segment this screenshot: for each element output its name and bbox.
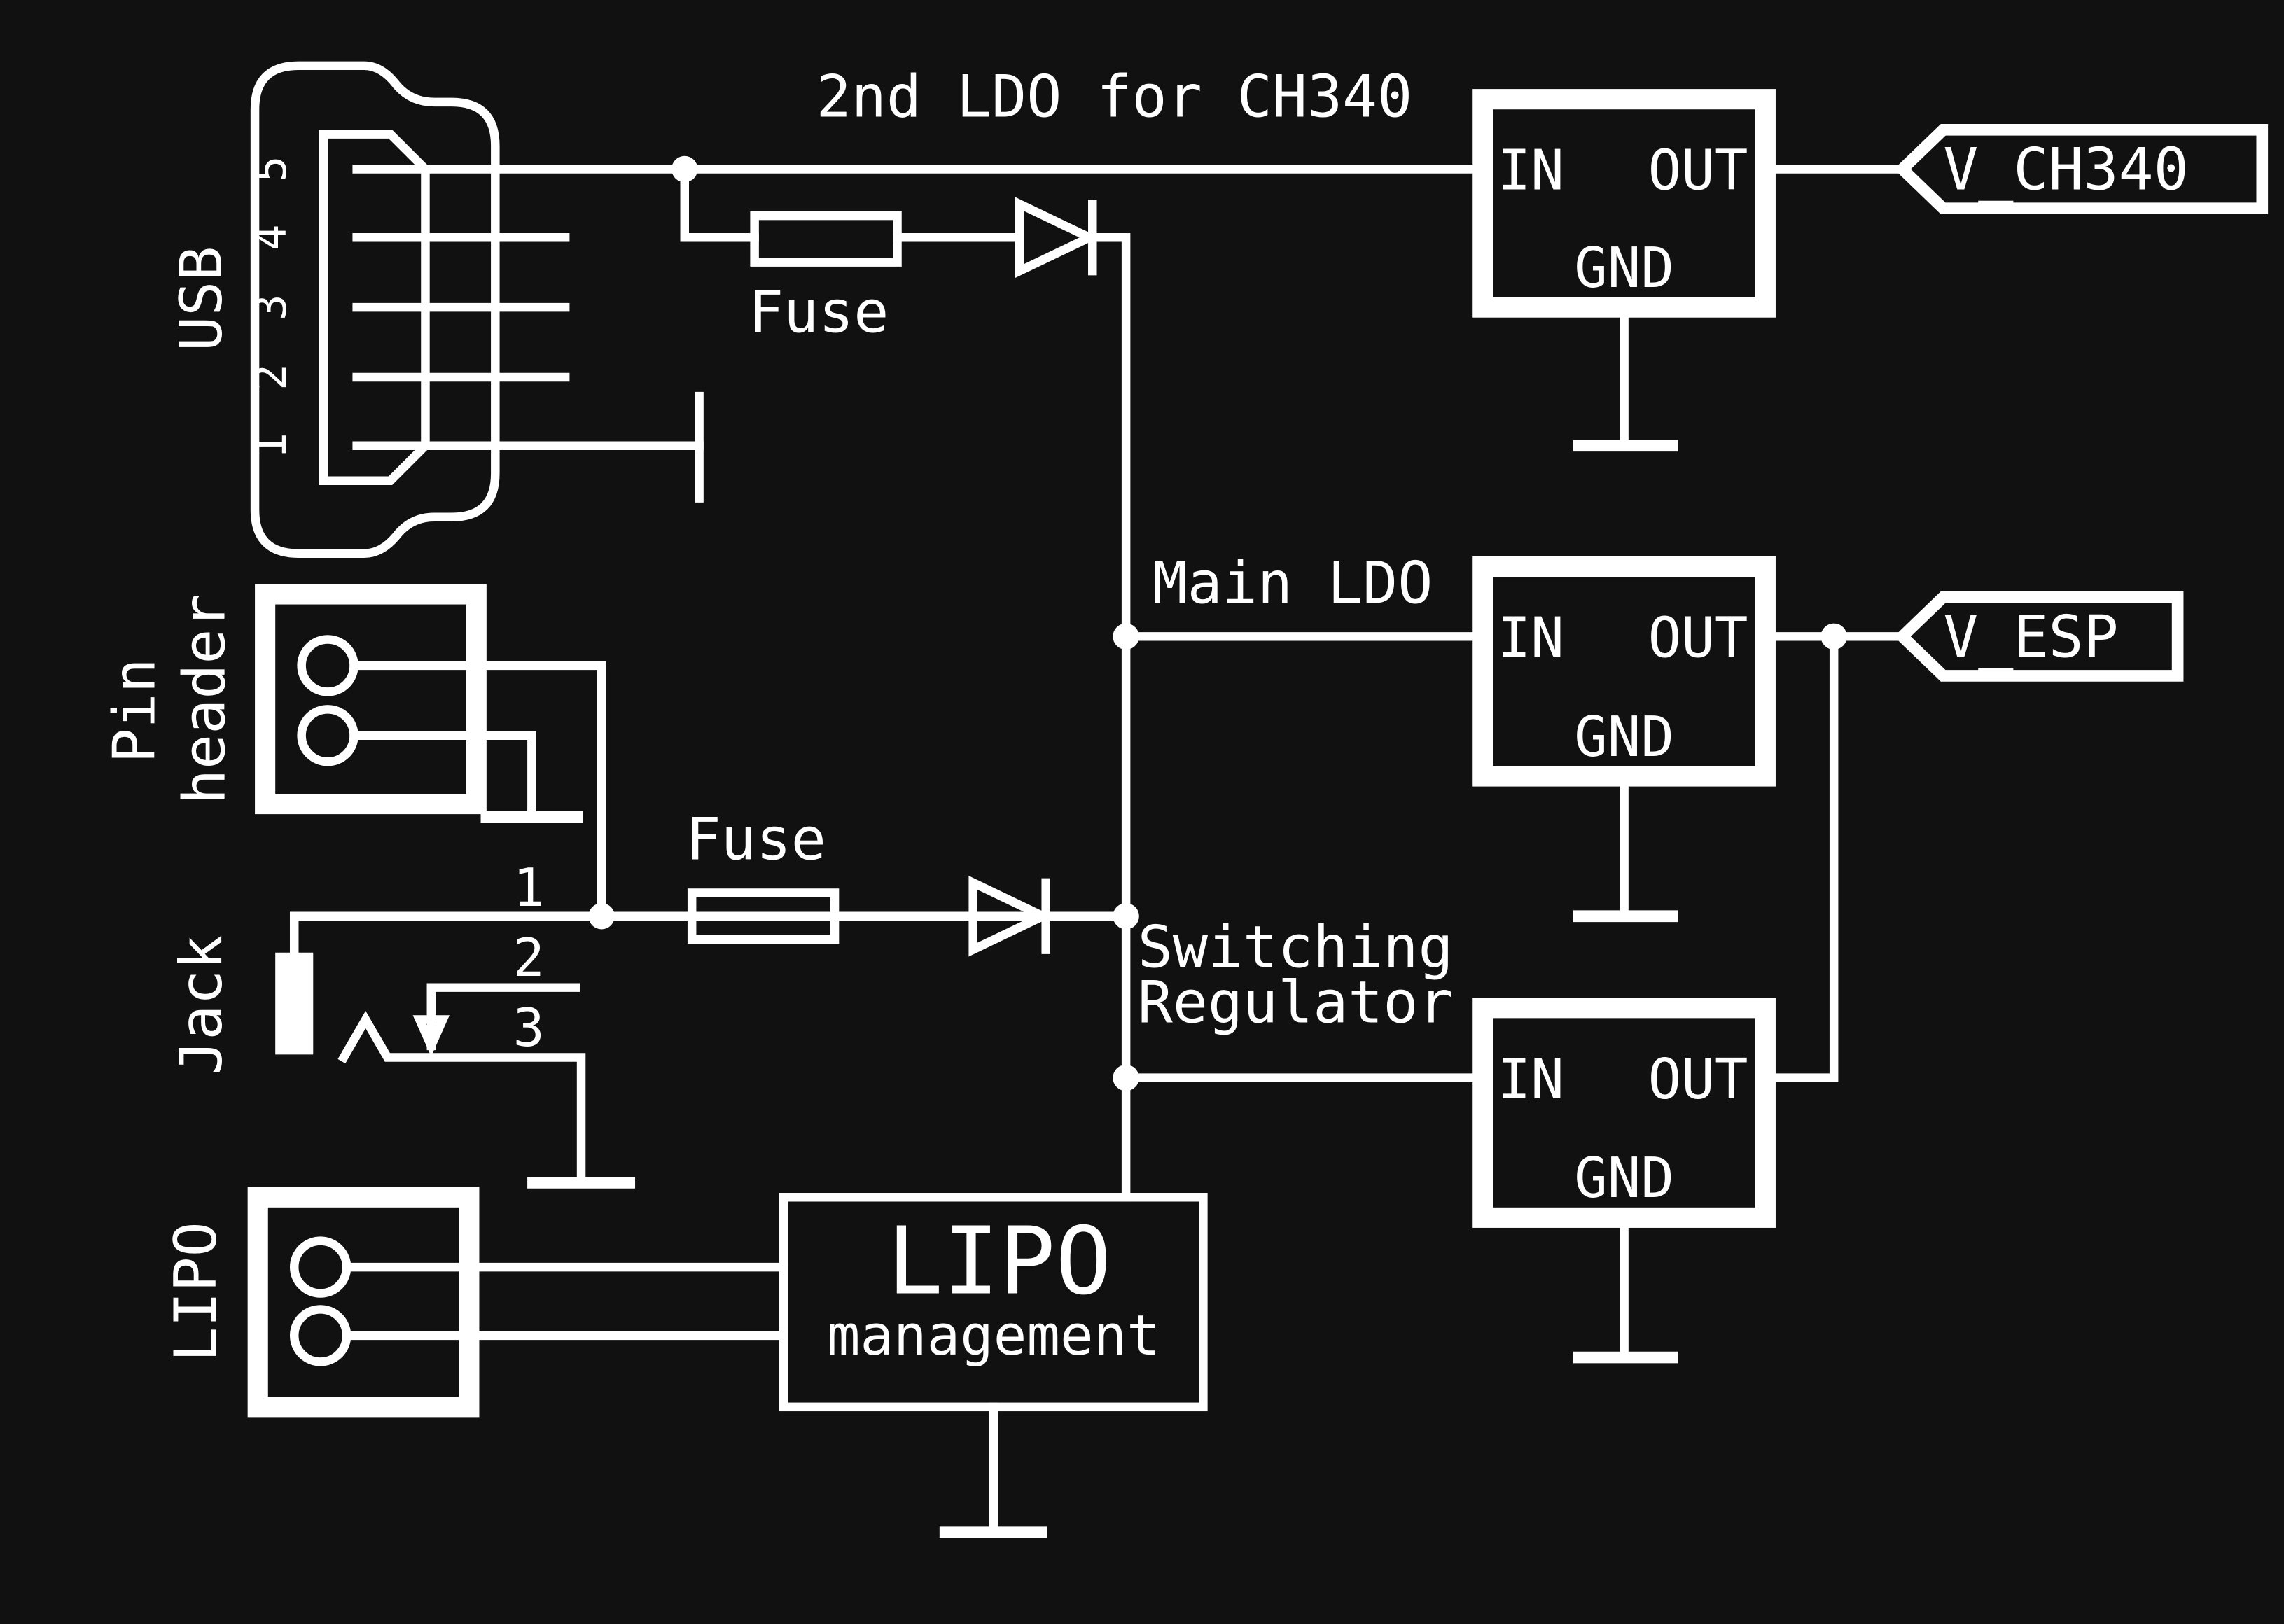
usb-pin-1: 1 [245,433,296,459]
lipo-management-title: LIPO [887,1208,1112,1316]
v-esp-net-label: V_ESP [1893,591,2184,682]
main-ldo-input-junction [1113,623,1139,650]
usb-pin-4: 4 [245,225,296,251]
lipo-management-block: LIPO management [779,1193,1208,1539]
lipo-connector: LIPO [162,1186,788,1418]
switching-gnd: GND [1574,1146,1674,1210]
jack-pin-1: 1 [513,857,545,918]
jack-label: Jack [167,934,235,1074]
main-ldo-gnd: GND [1574,705,1674,769]
ch340-ldo-out: OUT [1648,139,1748,203]
ch340-ldo-title: 2nd LDO for CH340 [816,63,1413,131]
ch340-ldo-regulator: IN OUT GND [1472,89,1907,452]
jack-pin1-junction [588,903,615,930]
v-ch340-label: V_CH340 [1943,136,2189,204]
usb-pin-5: 5 [245,156,296,183]
switching-in: IN [1498,1047,1564,1112]
pin-header-connector: Pin header [101,584,606,920]
usb-label: USB [167,246,235,351]
usb-diode [1015,197,1100,279]
switching-input-junction [1113,1064,1139,1091]
usb-pin-3: 3 [245,294,296,321]
usb-power-path: Fuse [421,155,1488,1202]
jack-pin-3: 3 [513,997,545,1058]
lipo-management-subtitle: management [827,1303,1160,1368]
pin-header-label-line1: Pin [101,658,169,763]
main-ldo-regulator: Main LDO IN OUT GND [1113,549,1907,923]
jack-fuse [687,888,840,944]
ch340-ldo-in: IN [1498,139,1564,203]
ch340-ldo-gnd: GND [1574,236,1674,300]
main-ldo-in: IN [1498,606,1564,670]
usb-pin-2: 2 [245,364,296,391]
switching-regulator: Switching Regulator IN OUT GND [1113,632,1839,1364]
jack-diode [968,875,1053,957]
usb-connector: 5 4 3 2 1 USB [167,61,704,558]
switching-regulator-label-line2: Regulator [1138,969,1454,1037]
main-ldo-out: OUT [1648,606,1748,670]
switching-regulator-label-line1: Switching [1138,913,1454,981]
usb-fuse [750,211,902,267]
usb-fuse-label: Fuse [748,279,889,346]
jack-connector: 1 2 3 Jack Fuse [167,806,1139,1189]
switching-out: OUT [1648,1047,1748,1112]
main-ldo-label: Main LDO [1153,549,1433,617]
jack-supply-junction [1113,903,1139,930]
pin-header-label-line2: header [170,594,238,804]
jack-fuse-label: Fuse [686,806,826,874]
v-ch340-net-label: V_CH340 [1893,124,2269,215]
lipo-connector-label: LIPO [162,1222,230,1362]
jack-pin-2: 2 [513,927,545,988]
v-esp-label: V_ESP [1943,603,2118,671]
